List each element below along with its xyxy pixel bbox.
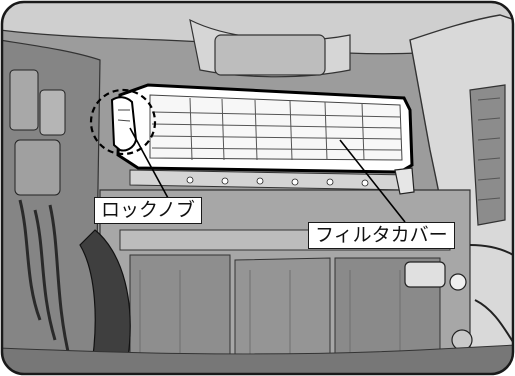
- lower-panel-ribs: [139, 270, 401, 374]
- left-wires: [18, 199, 72, 361]
- filter-cover-label: フィルタカバー: [308, 222, 455, 249]
- lock-knob-highlight-circle: [89, 88, 157, 156]
- clip-fitting: [404, 261, 446, 288]
- lock-knob: [110, 96, 138, 152]
- lock-knob-label: ロックノブ: [94, 197, 202, 224]
- left-dark-bracket: [79, 229, 131, 374]
- bottom-floor-edge: [2, 344, 513, 374]
- filter-cover-ribs: [151, 97, 402, 161]
- left-connector-2: [39, 89, 66, 136]
- lock-knob-grip: [117, 109, 131, 122]
- left-relay-block: [14, 139, 61, 196]
- filter-rail-tabs: [186, 176, 369, 187]
- right-latch: [394, 167, 415, 195]
- left-connector-1: [9, 69, 39, 131]
- right-vent-slats: [477, 97, 501, 201]
- filter-cover-face: [149, 94, 403, 161]
- lock-knob-leader-line: [129, 127, 169, 199]
- filter-cover-leader-line: [339, 139, 406, 223]
- upper-bracket: [214, 34, 326, 76]
- lower-panel-center: [234, 257, 331, 374]
- screw-fitting: [449, 273, 467, 291]
